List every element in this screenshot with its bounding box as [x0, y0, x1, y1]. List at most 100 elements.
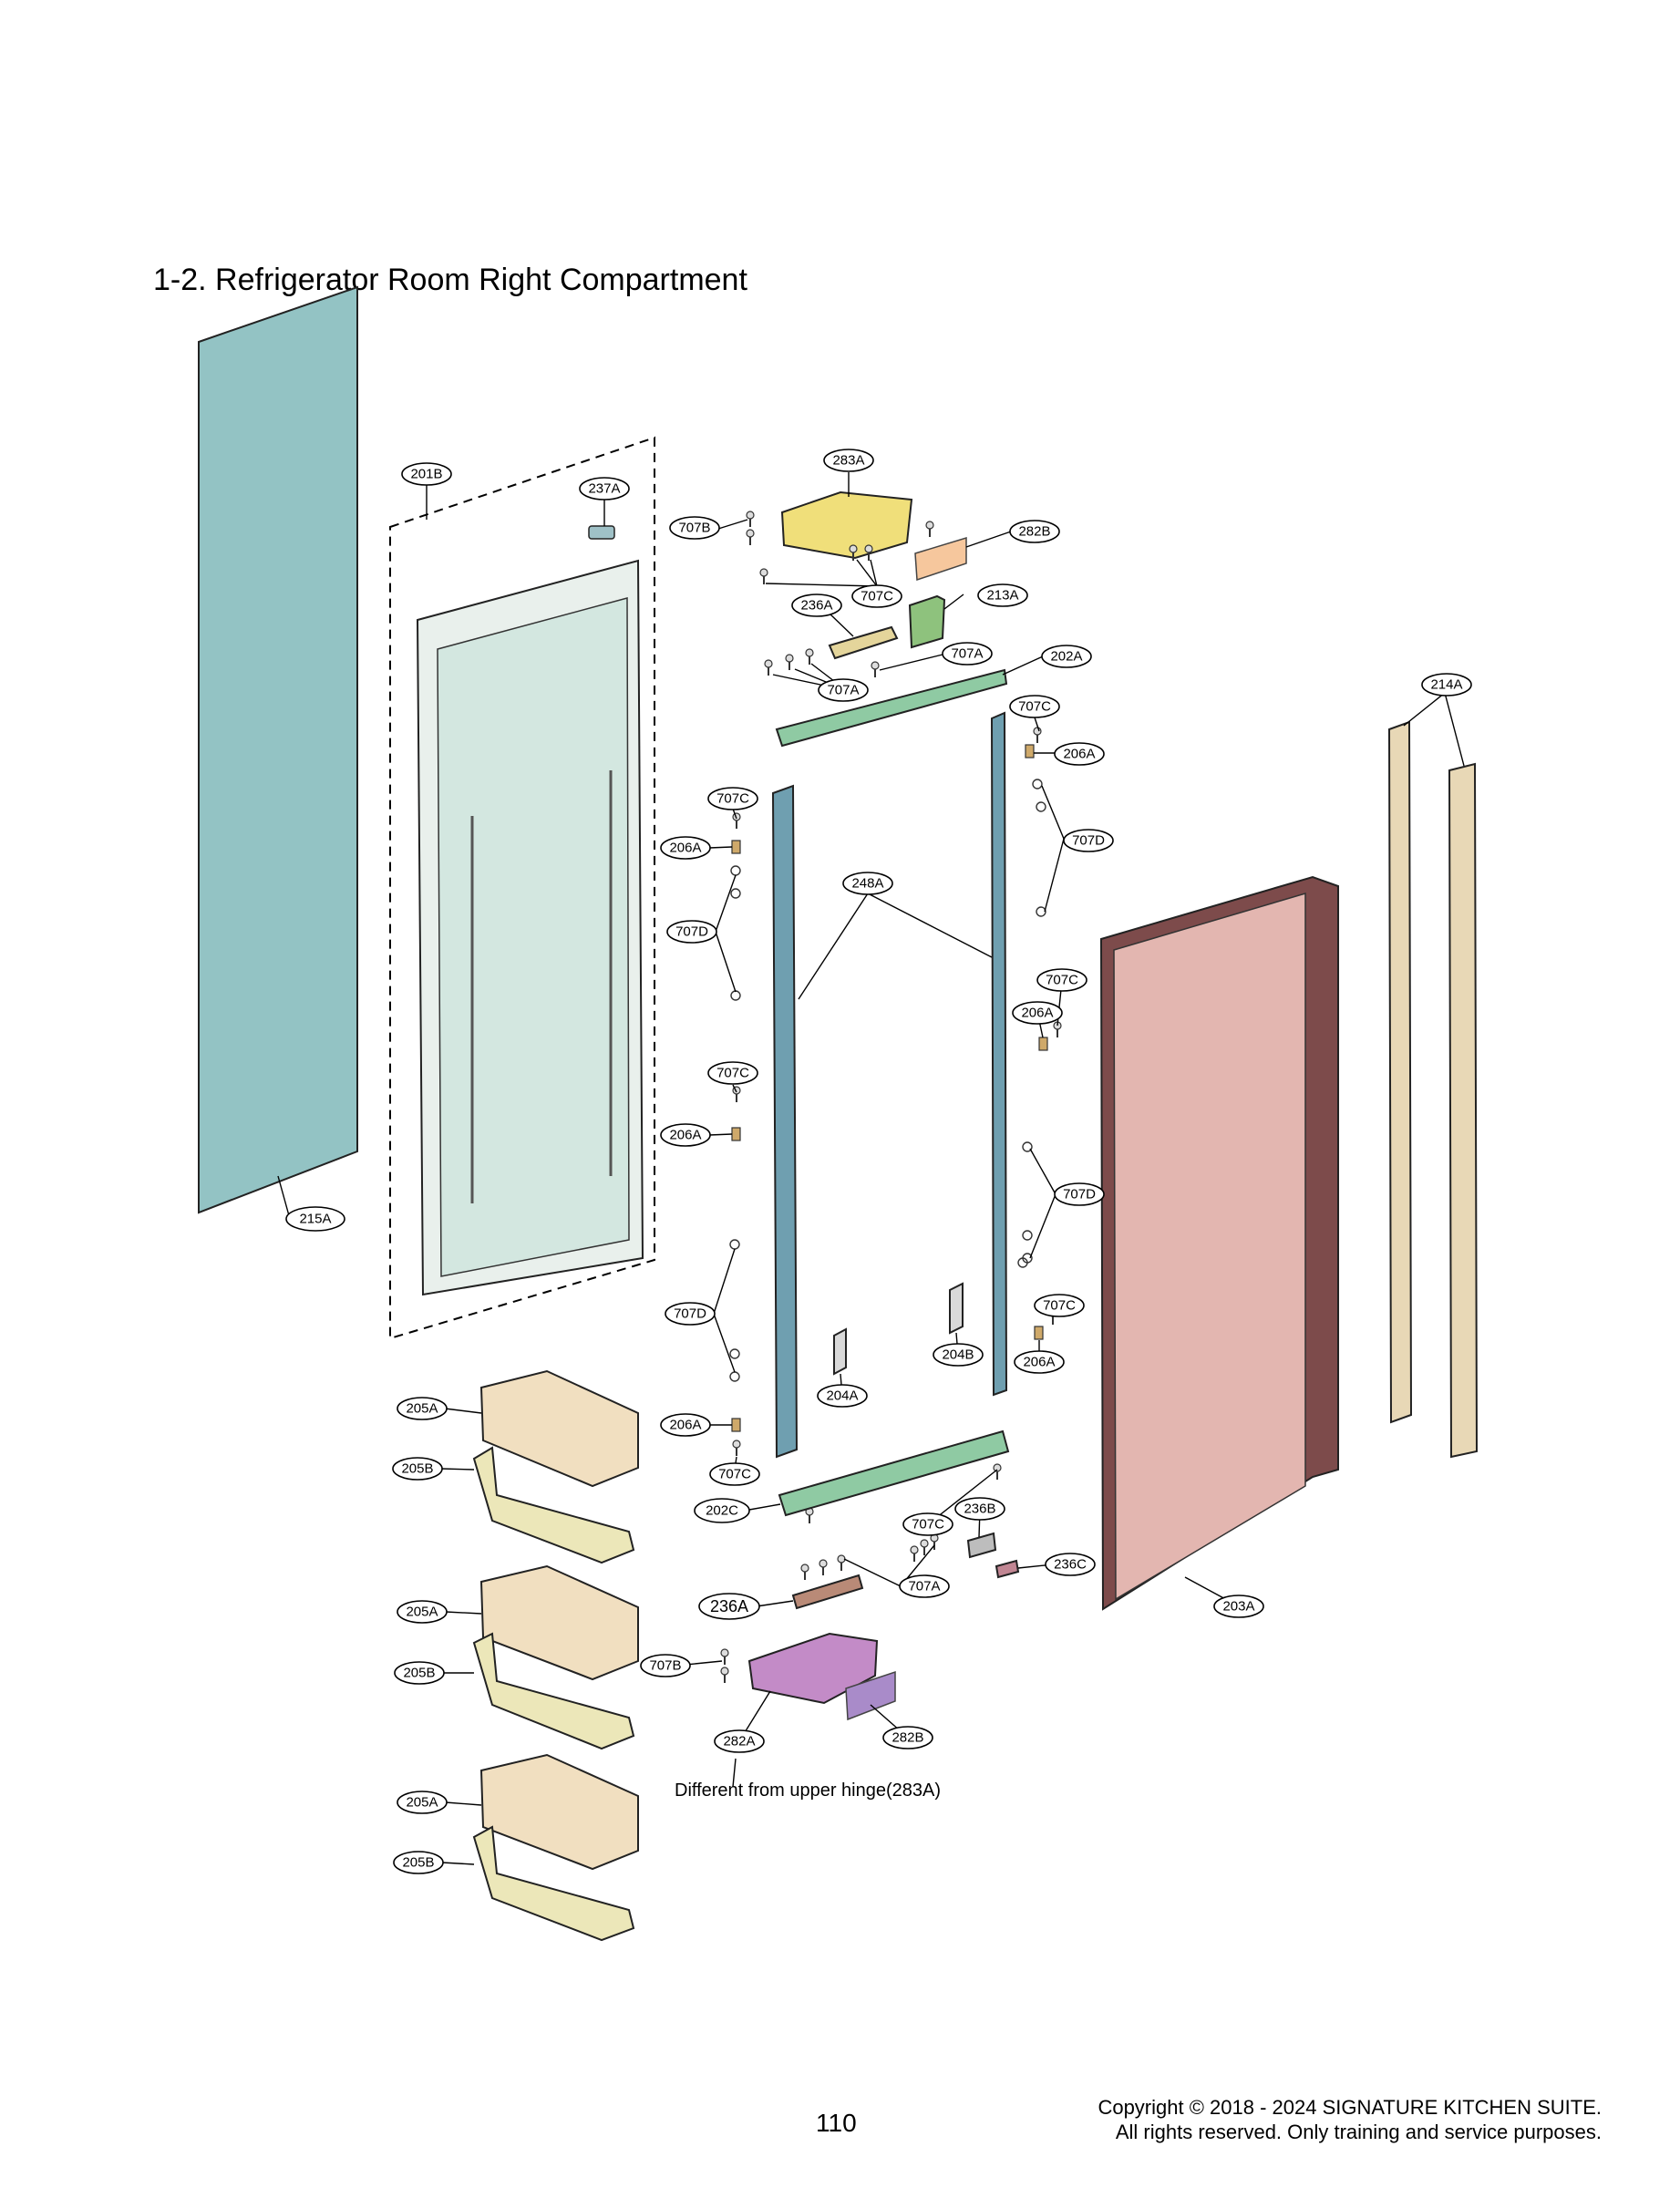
- callout-707D-left-1: 707D: [666, 920, 717, 944]
- callout-206A-right-3: 206A: [1014, 1350, 1065, 1374]
- svg-text:236B: 236B: [964, 1502, 995, 1517]
- callout-707C-left-3: 707C: [709, 1462, 760, 1486]
- svg-text:707A: 707A: [827, 683, 859, 698]
- cover-282B-bottom: [845, 1670, 896, 1721]
- svg-text:203A: 203A: [1222, 1599, 1254, 1615]
- svg-text:204B: 204B: [942, 1347, 974, 1363]
- svg-text:205A: 205A: [406, 1605, 438, 1620]
- svg-text:214A: 214A: [1430, 677, 1462, 693]
- cap-237A: [588, 525, 615, 540]
- callout-282B-top: 282B: [1009, 520, 1060, 543]
- callout-206A-left-2: 206A: [660, 1123, 711, 1147]
- svg-text:707C: 707C: [861, 589, 893, 604]
- svg-text:707D: 707D: [1063, 1187, 1096, 1202]
- callout-205A-3: 205A: [397, 1791, 448, 1814]
- svg-text:707D: 707D: [674, 1306, 706, 1322]
- hinge-plate-236A-top: [828, 625, 899, 660]
- glass-panel-215A: [198, 285, 358, 1214]
- callout-205A-1: 205A: [397, 1397, 448, 1420]
- callout-707C-left-2: 707C: [707, 1061, 758, 1085]
- callout-248A: 248A: [842, 872, 893, 895]
- washers-707D: [729, 779, 1046, 1382]
- svg-text:206A: 206A: [1021, 1006, 1053, 1021]
- callout-203A: 203A: [1213, 1595, 1264, 1618]
- callout-213A: 213A: [977, 583, 1028, 607]
- callout-282B-bottom: 282B: [882, 1726, 933, 1749]
- callout-707D-left-2: 707D: [665, 1302, 716, 1326]
- callout-204A: 204A: [817, 1384, 868, 1408]
- callout-206A-right-1: 206A: [1054, 742, 1105, 766]
- svg-text:707C: 707C: [1043, 1298, 1076, 1314]
- callout-202C: 202C: [694, 1498, 750, 1523]
- svg-text:205B: 205B: [402, 1855, 434, 1871]
- callout-707B-top: 707B: [669, 516, 720, 540]
- bracket-204A: [833, 1327, 847, 1376]
- callout-707A-top-right: 707A: [942, 642, 993, 666]
- svg-text:707C: 707C: [718, 1467, 751, 1482]
- callout-282A: 282A: [714, 1729, 765, 1753]
- svg-text:206A: 206A: [669, 1418, 701, 1433]
- svg-text:206A: 206A: [1023, 1355, 1055, 1370]
- svg-text:213A: 213A: [986, 588, 1018, 604]
- svg-text:236A: 236A: [800, 598, 832, 614]
- callout-707C-top: 707C: [851, 584, 902, 608]
- svg-text:205A: 205A: [406, 1795, 438, 1811]
- callout-707C-bottom: 707C: [902, 1512, 953, 1536]
- copyright-line-2: All rights reserved. Only training and s…: [1115, 2121, 1602, 2143]
- callout-236A-top: 236A: [791, 593, 842, 617]
- cover-282B-top: [914, 536, 967, 582]
- callout-215A: 215A: [285, 1206, 345, 1232]
- hinge-note: Different from upper hinge(283A): [675, 1780, 941, 1801]
- svg-text:282B: 282B: [1018, 524, 1050, 540]
- callout-236A-bottom: 236A: [698, 1593, 760, 1620]
- callout-237A: 237A: [579, 477, 630, 501]
- svg-text:248A: 248A: [851, 876, 883, 892]
- callout-206A-left-3: 206A: [660, 1413, 711, 1437]
- svg-text:205B: 205B: [401, 1461, 433, 1477]
- callout-205B-2: 205B: [394, 1661, 445, 1685]
- callout-707C-right-1: 707C: [1009, 695, 1060, 718]
- gasket-strip-214A-left: [1387, 720, 1413, 1424]
- svg-text:206A: 206A: [669, 1128, 701, 1143]
- door-assembly-boundary-201B: [389, 436, 655, 1340]
- callout-205B-3: 205B: [393, 1851, 444, 1874]
- svg-text:282A: 282A: [723, 1734, 755, 1749]
- callout-707C-left-1: 707C: [707, 787, 758, 810]
- bin-set-2: [472, 1564, 639, 1750]
- vertical-rail-248A-right: [990, 711, 1008, 1397]
- svg-text:283A: 283A: [832, 453, 864, 469]
- callout-214A: 214A: [1421, 673, 1472, 697]
- svg-text:205B: 205B: [403, 1666, 435, 1681]
- copyright-line-1: Copyright © 2018 - 2024 SIGNATURE KITCHE…: [1098, 2096, 1602, 2119]
- callout-204B: 204B: [933, 1343, 984, 1367]
- svg-text:707C: 707C: [1018, 699, 1051, 715]
- svg-text:707A: 707A: [908, 1579, 940, 1595]
- svg-text:201B: 201B: [410, 467, 442, 482]
- callout-707D-right-1: 707D: [1063, 829, 1114, 852]
- callout-206A-left-1: 206A: [660, 836, 711, 860]
- svg-text:707B: 707B: [649, 1658, 681, 1674]
- hinge-part-236B: [966, 1532, 997, 1559]
- svg-text:236C: 236C: [1054, 1557, 1087, 1573]
- callout-707B-bottom: 707B: [640, 1654, 691, 1677]
- callout-206A-right-2: 206A: [1012, 1001, 1063, 1025]
- callout-707A-bottom: 707A: [899, 1574, 950, 1598]
- callout-201B: 201B: [401, 462, 452, 486]
- callout-283A: 283A: [823, 449, 874, 472]
- callout-205B-1: 205B: [392, 1457, 443, 1481]
- door-frame-201B: [416, 559, 644, 1296]
- callout-236B: 236B: [954, 1497, 1005, 1521]
- svg-text:707B: 707B: [678, 521, 710, 536]
- svg-text:237A: 237A: [588, 481, 620, 497]
- svg-text:707C: 707C: [912, 1517, 944, 1533]
- bin-set-3: [472, 1753, 639, 1942]
- svg-text:236A: 236A: [710, 1597, 748, 1615]
- bracket-204B: [949, 1282, 964, 1335]
- bracket-202A: [775, 668, 1008, 748]
- svg-text:707A: 707A: [951, 646, 983, 662]
- page-title: 1-2. Refrigerator Room Right Compartment: [153, 263, 747, 297]
- svg-text:707D: 707D: [675, 924, 708, 940]
- svg-text:707C: 707C: [1046, 973, 1078, 988]
- gasket-strip-214A-right: [1448, 762, 1479, 1459]
